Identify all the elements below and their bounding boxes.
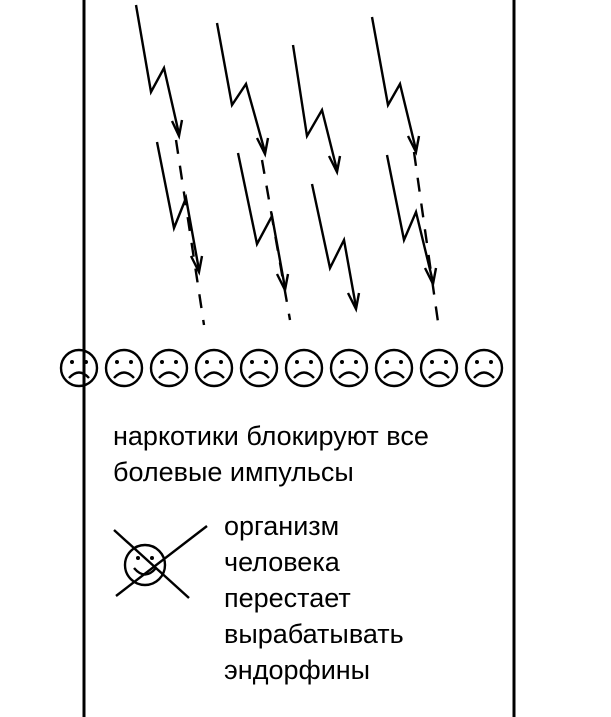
lightning-arrow-icon — [291, 44, 342, 176]
dashed-line — [260, 159, 292, 321]
dashed-line — [412, 151, 440, 323]
lightning-arrow-icon — [155, 141, 204, 276]
caption-line: болевые импульсы — [113, 457, 354, 487]
result-line: организм — [224, 511, 340, 541]
caption-text: наркотики блокируют все болевые импульсы — [113, 418, 429, 490]
lightning-arrow-icon — [385, 154, 438, 288]
result-line: вырабатывать — [224, 619, 404, 649]
dashed-line — [174, 139, 206, 326]
cross-out-icon — [113, 525, 208, 599]
caption-line: наркотики блокируют все — [113, 421, 429, 451]
result-line: эндорфины — [224, 655, 371, 685]
result-line: перестает — [224, 583, 351, 613]
sad-face-icon — [149, 348, 189, 388]
sad-face-icon — [329, 348, 369, 388]
sad-face-icon — [284, 348, 324, 388]
sad-face-icon — [374, 348, 414, 388]
lightning-arrow-icon — [370, 16, 421, 156]
result-line: человека — [224, 547, 340, 577]
sad-face-icon — [104, 348, 144, 388]
lightning-arrow-icon — [310, 183, 361, 313]
sad-face-icon — [194, 348, 234, 388]
lightning-arrow-icon — [215, 22, 270, 158]
sad-face-icon — [419, 348, 459, 388]
sad-face-row — [59, 348, 504, 388]
sad-face-icon — [464, 348, 504, 388]
sad-face-icon — [239, 348, 279, 388]
lightning-arrow-icon — [134, 4, 184, 140]
result-text: организм человека перестает вырабатывать… — [224, 508, 404, 688]
sad-face-icon — [59, 348, 99, 388]
smiley-face-icon — [123, 543, 167, 587]
